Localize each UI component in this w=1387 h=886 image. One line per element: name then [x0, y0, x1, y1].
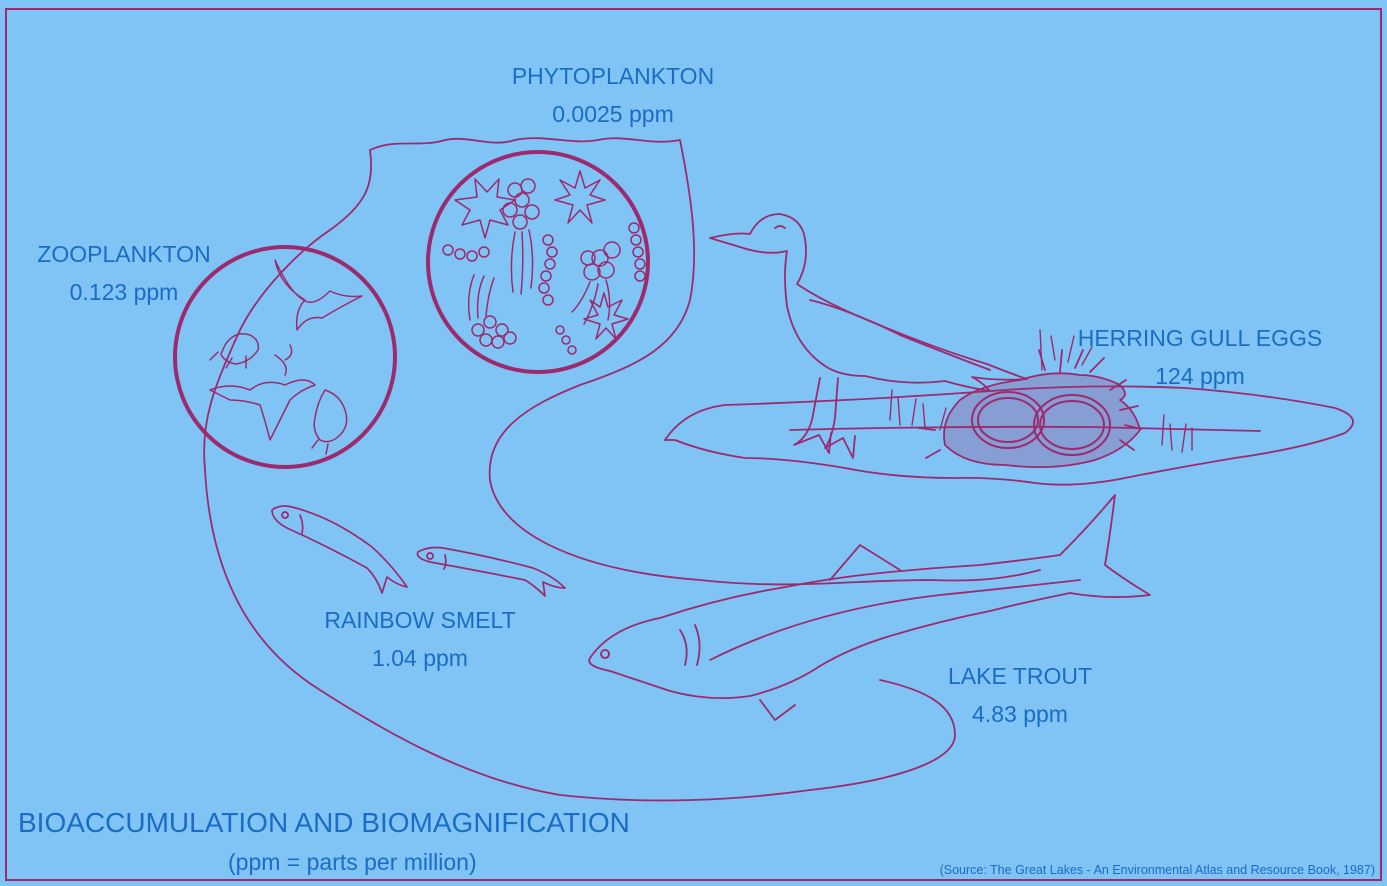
lake-trout-concentration: 4.83 ppm	[915, 700, 1125, 728]
rainbow-smelt-icon	[272, 506, 565, 596]
phytoplankton-name: PHYTOPLANKTON	[468, 62, 758, 90]
lake-outline	[370, 138, 1040, 584]
herring-gull-eggs-label: HERRING GULL EGGS 124 ppm	[1050, 324, 1350, 390]
herring-gull-eggs-name: HERRING GULL EGGS	[1050, 324, 1350, 352]
lake-inner-channel	[204, 150, 955, 800]
phytoplankton-concentration: 0.0025 ppm	[468, 100, 758, 128]
lake-trout-name: LAKE TROUT	[915, 662, 1125, 690]
lake-trout-label: LAKE TROUT 4.83 ppm	[915, 662, 1125, 728]
rainbow-smelt-label: RAINBOW SMELT 1.04 ppm	[300, 606, 540, 672]
diagram-subtitle: (ppm = parts per million)	[228, 848, 477, 876]
zooplankton-label: ZOOPLANKTON 0.123 ppm	[4, 240, 244, 306]
diagram-title: BIOACCUMULATION AND BIOMAGNIFICATION	[18, 806, 630, 840]
zooplankton-concentration: 0.123 ppm	[4, 278, 244, 306]
herring-gull-eggs-concentration: 124 ppm	[1050, 362, 1350, 390]
source-citation: (Source: The Great Lakes - An Environmen…	[940, 862, 1375, 878]
phytoplankton-label: PHYTOPLANKTON 0.0025 ppm	[468, 62, 758, 128]
rainbow-smelt-concentration: 1.04 ppm	[300, 644, 540, 672]
zooplankton-name: ZOOPLANKTON	[4, 240, 244, 268]
rainbow-smelt-name: RAINBOW SMELT	[300, 606, 540, 634]
phytoplankton-organisms-icon	[443, 171, 645, 354]
